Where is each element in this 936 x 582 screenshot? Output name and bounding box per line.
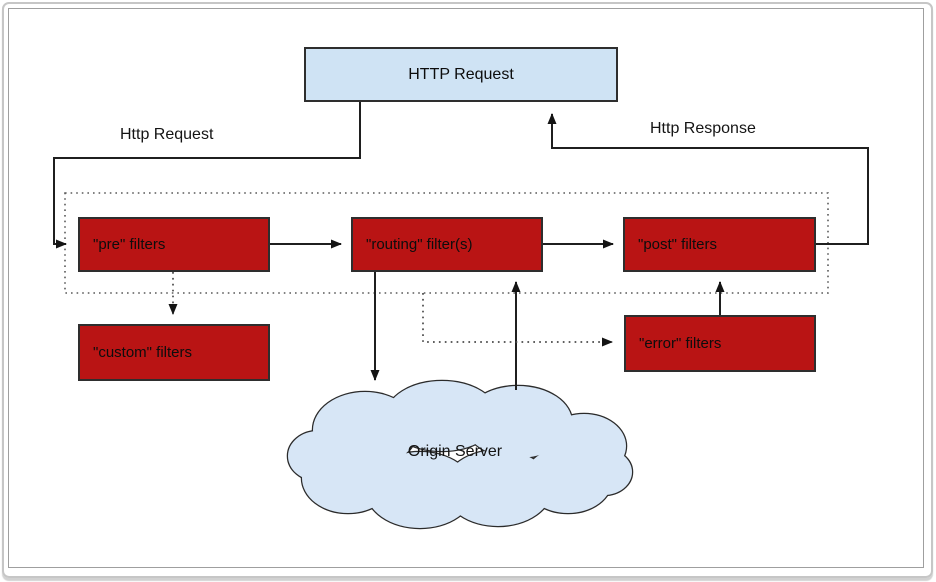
error-filters-box: "error" filters xyxy=(624,315,816,372)
origin-server-label: Origin Server xyxy=(407,443,503,460)
routing-filters-box: "routing" filter(s) xyxy=(351,217,543,272)
origin-server-cloud xyxy=(286,379,634,530)
routing-filters-label: "routing" filter(s) xyxy=(366,236,473,253)
edge-chain-to-error xyxy=(422,293,613,347)
error-filters-label: "error" filters xyxy=(639,335,722,352)
custom-filters-label: "custom" filters xyxy=(93,344,193,361)
http-request-label: HTTP Request xyxy=(408,65,514,83)
http-response-edge-label: Http Response xyxy=(650,120,756,137)
pre-filters-box: "pre" filters xyxy=(78,217,270,272)
pre-filters-label: "pre" filters xyxy=(93,236,166,253)
edge-response-to-client xyxy=(547,113,869,245)
custom-filters-box: "custom" filters xyxy=(78,324,270,381)
http-request-edge-label: Http Request xyxy=(120,126,214,143)
post-filters-box: "post" filters xyxy=(623,217,816,272)
post-filters-label: "post" filters xyxy=(638,236,718,253)
edge-request-to-pre xyxy=(53,102,361,249)
http-request-box: HTTP Request xyxy=(304,47,618,102)
